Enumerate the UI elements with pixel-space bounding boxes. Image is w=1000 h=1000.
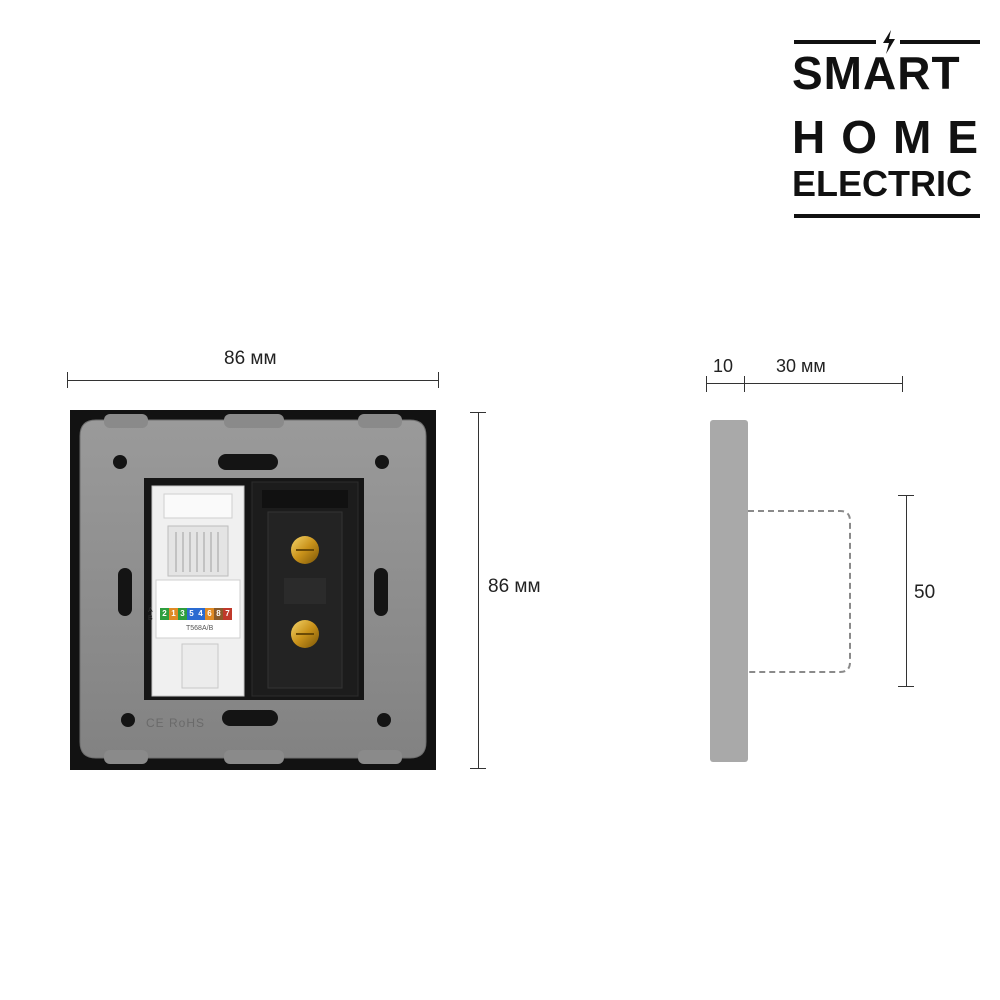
logo-top-rule-left	[794, 40, 876, 44]
rj45-pin: 3	[180, 609, 185, 618]
screw-hole-top-left	[113, 455, 127, 469]
front-width-tick-right	[438, 372, 439, 388]
logo-word-smart: SMART	[792, 47, 961, 99]
rj45-row-label-a: A	[148, 607, 153, 614]
side-height-tick-top	[898, 495, 914, 496]
logo-word-electric: ELECTRIC	[792, 163, 972, 204]
rj45-pin: 5	[189, 609, 194, 618]
side-body-outline	[748, 510, 851, 673]
front-width-tick-left	[67, 372, 68, 388]
rj45-pin: 7	[225, 609, 230, 618]
screw-hole-bottom-right	[377, 713, 391, 727]
side-plate	[710, 420, 748, 762]
socket-side-view	[710, 420, 851, 762]
front-height-label: 86 мм	[488, 576, 541, 597]
brand-logo: SMART HOME ELECTRIC	[792, 30, 982, 225]
side-depth-dimension-line	[706, 383, 903, 384]
side-height-label: 50	[914, 582, 936, 603]
front-height-tick-top	[470, 412, 486, 413]
cert-marks: CE RoHS	[146, 716, 206, 730]
rj45-pin: 6	[207, 609, 212, 618]
lightning-bolt-icon	[883, 30, 895, 54]
front-height-tick-bottom	[470, 768, 486, 769]
rj45-keystone-module	[151, 485, 245, 697]
side-height-dimension-line	[906, 495, 907, 687]
side-depth-tick-right	[902, 376, 903, 392]
screw-hole-bottom-left	[121, 713, 135, 727]
rj45-row-label-b: B	[148, 615, 153, 622]
rj45-standard-label: T568A/B	[186, 625, 214, 632]
logo-bottom-rule	[794, 214, 980, 218]
terminal-module	[251, 481, 359, 697]
front-height-dimension-line	[478, 412, 479, 769]
rj45-pin: 8	[216, 609, 221, 618]
side-depth-tick-mid	[744, 376, 745, 392]
side-body-depth-label: 30 мм	[776, 356, 826, 376]
socket-front-view	[70, 410, 436, 770]
logo-top-rule-right	[900, 40, 980, 44]
screw-hole-top-right	[375, 455, 389, 469]
rj45-row-labels: A B	[148, 607, 153, 623]
rj45-pin: 2	[162, 609, 167, 618]
rj45-pin: 4	[198, 609, 203, 618]
rj45-pin: 1	[171, 609, 176, 618]
front-width-dimension-line	[67, 380, 439, 381]
side-depth-tick-left	[706, 376, 707, 392]
side-plate-depth-label: 10	[713, 356, 734, 376]
side-height-tick-bottom	[898, 686, 914, 687]
front-width-label: 86 мм	[224, 348, 277, 369]
logo-word-home: HOME	[792, 111, 994, 163]
